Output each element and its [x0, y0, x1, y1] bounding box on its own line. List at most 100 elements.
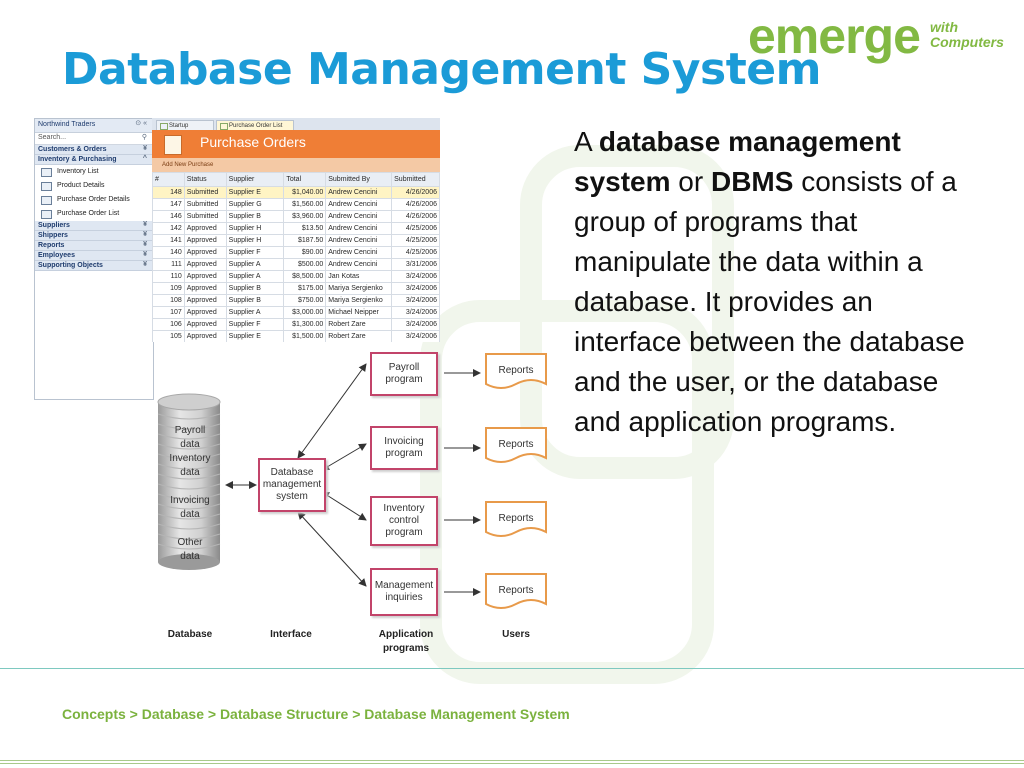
table-cell[interactable]: Andrew Cencini: [325, 186, 393, 199]
table-cell[interactable]: Jan Kotas: [325, 270, 393, 283]
table-cell[interactable]: Supplier B: [225, 210, 285, 223]
table-cell[interactable]: 141: [152, 234, 185, 247]
table-cell[interactable]: Andrew Cencini: [325, 246, 393, 259]
nav-group-reports[interactable]: Reports¥: [35, 241, 153, 251]
table-cell[interactable]: $8,500.00: [283, 270, 327, 283]
add-new-purchase-link[interactable]: Add New Purchase: [152, 158, 440, 172]
column-header[interactable]: Status: [183, 172, 227, 187]
table-cell[interactable]: Andrew Cencini: [325, 210, 393, 223]
table-cell[interactable]: $3,000.00: [283, 306, 327, 319]
table-cell[interactable]: 111: [152, 258, 185, 271]
table-cell[interactable]: 3/24/2006: [391, 270, 440, 283]
table-cell[interactable]: 147: [152, 198, 185, 211]
table-cell[interactable]: 105: [152, 330, 185, 342]
table-cell[interactable]: 107: [152, 306, 185, 319]
table-cell[interactable]: 3/24/2006: [391, 306, 440, 319]
table-cell[interactable]: $1,560.00: [283, 198, 327, 211]
table-cell[interactable]: $187.50: [283, 234, 327, 247]
table-cell[interactable]: Andrew Cencini: [325, 234, 393, 247]
table-cell[interactable]: Approved: [183, 222, 227, 235]
table-cell[interactable]: Supplier A: [225, 270, 285, 283]
nav-header[interactable]: Northwind Traders ⊙ «: [35, 119, 153, 133]
table-cell[interactable]: Robert Zare: [325, 330, 393, 342]
nav-group-customers-orders[interactable]: Customers & Orders¥: [35, 145, 153, 155]
table-cell[interactable]: Approved: [183, 294, 227, 307]
table-cell[interactable]: 4/26/2006: [391, 198, 440, 211]
table-cell[interactable]: Supplier E: [225, 186, 285, 199]
table-cell[interactable]: $175.00: [283, 282, 327, 295]
table-cell[interactable]: Supplier G: [225, 198, 285, 211]
table-cell[interactable]: Supplier H: [225, 222, 285, 235]
nav-group-inventory-purchasing[interactable]: Inventory & Purchasing^: [35, 155, 153, 165]
table-cell[interactable]: 140: [152, 246, 185, 259]
table-cell[interactable]: $13.50: [283, 222, 327, 235]
table-cell[interactable]: Supplier B: [225, 294, 285, 307]
table-cell[interactable]: 4/25/2006: [391, 246, 440, 259]
table-cell[interactable]: Supplier F: [225, 318, 285, 331]
nav-item-inventory-list[interactable]: Inventory List: [35, 165, 153, 179]
nav-group-supporting-objects[interactable]: Supporting Objects¥: [35, 261, 153, 271]
tab-purchase-order-list[interactable]: Purchase Order List: [216, 120, 294, 130]
table-cell[interactable]: Approved: [183, 234, 227, 247]
search-icon[interactable]: ⚲: [141, 134, 147, 141]
nav-item-product-details[interactable]: Product Details: [35, 179, 153, 193]
nav-search[interactable]: Search... ⚲: [35, 133, 153, 145]
table-cell[interactable]: Supplier A: [225, 258, 285, 271]
table-cell[interactable]: Andrew Cencini: [325, 198, 393, 211]
column-header[interactable]: Submitted By: [325, 172, 393, 187]
table-cell[interactable]: Approved: [183, 330, 227, 342]
table-cell[interactable]: 142: [152, 222, 185, 235]
table-cell[interactable]: $1,040.00: [283, 186, 327, 199]
table-cell[interactable]: Mariya Sergienko: [325, 294, 393, 307]
table-cell[interactable]: 106: [152, 318, 185, 331]
nav-group-shippers[interactable]: Shippers¥: [35, 231, 153, 241]
table-cell[interactable]: 4/26/2006: [391, 186, 440, 199]
nav-group-employees[interactable]: Employees¥: [35, 251, 153, 261]
nav-collapse-icon[interactable]: ⊙ «: [135, 120, 147, 127]
table-cell[interactable]: 148: [152, 186, 185, 199]
table-cell[interactable]: Approved: [183, 246, 227, 259]
table-cell[interactable]: Submitted: [183, 198, 227, 211]
table-cell[interactable]: Supplier F: [225, 246, 285, 259]
table-cell[interactable]: Approved: [183, 306, 227, 319]
table-cell[interactable]: 3/24/2006: [391, 318, 440, 331]
table-cell[interactable]: 3/24/2006: [391, 282, 440, 295]
nav-group-suppliers[interactable]: Suppliers¥: [35, 221, 153, 231]
table-cell[interactable]: Andrew Cencini: [325, 222, 393, 235]
table-cell[interactable]: Submitted: [183, 186, 227, 199]
table-cell[interactable]: Approved: [183, 270, 227, 283]
table-cell[interactable]: Michael Neipper: [325, 306, 393, 319]
table-cell[interactable]: 3/24/2006: [391, 330, 440, 342]
table-cell[interactable]: Approved: [183, 282, 227, 295]
table-cell[interactable]: $750.00: [283, 294, 327, 307]
column-header[interactable]: Total: [283, 172, 327, 187]
table-cell[interactable]: 4/26/2006: [391, 210, 440, 223]
tab-startup-screen[interactable]: Startup Screen: [156, 120, 214, 139]
table-cell[interactable]: 4/25/2006: [391, 222, 440, 235]
column-header[interactable]: Supplier: [225, 172, 285, 187]
table-cell[interactable]: Supplier B: [225, 282, 285, 295]
table-cell[interactable]: Robert Zare: [325, 318, 393, 331]
table-cell[interactable]: 110: [152, 270, 185, 283]
table-cell[interactable]: Andrew Cencini: [325, 258, 393, 271]
nav-item-purchase-order-details[interactable]: Purchase Order Details: [35, 193, 153, 207]
table-cell[interactable]: Approved: [183, 318, 227, 331]
table-cell[interactable]: Submitted: [183, 210, 227, 223]
nav-item-purchase-order-list[interactable]: Purchase Order List: [35, 207, 153, 221]
table-cell[interactable]: Supplier A: [225, 306, 285, 319]
table-cell[interactable]: Supplier H: [225, 234, 285, 247]
table-cell[interactable]: 3/24/2006: [391, 294, 440, 307]
table-cell[interactable]: $500.00: [283, 258, 327, 271]
